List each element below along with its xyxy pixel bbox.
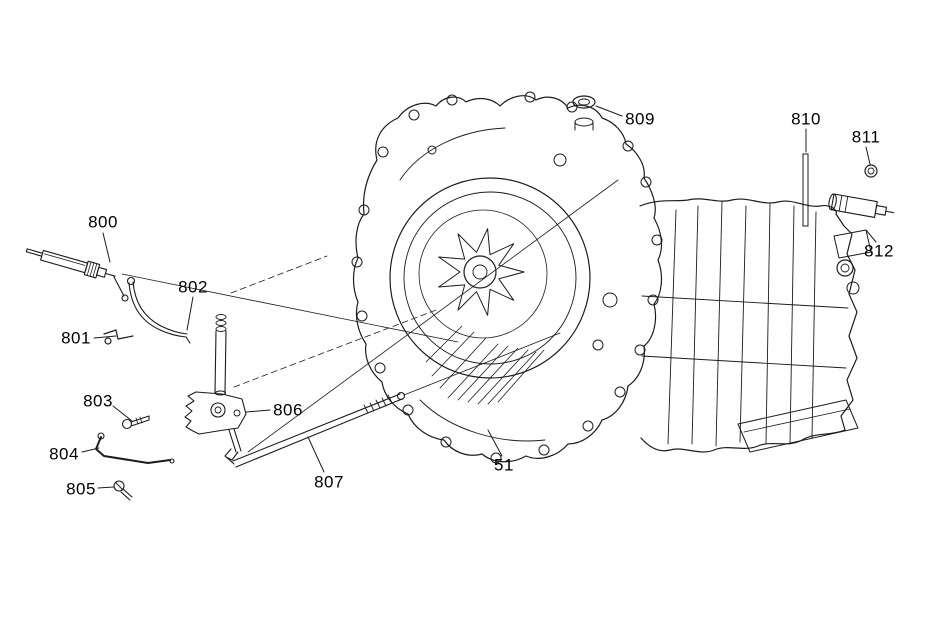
leader-803 [112, 405, 133, 422]
leader-806 [245, 409, 271, 413]
callout-803: 803 [83, 391, 113, 411]
callout-51: 51 [494, 455, 514, 475]
callout-807: 807 [314, 472, 344, 492]
part-807-actuator-rod [224, 332, 561, 468]
leader-51 [487, 429, 503, 457]
construction-lines [121, 179, 619, 453]
part-810-pin [802, 153, 809, 227]
leader-805 [97, 486, 115, 489]
case-ribs [641, 201, 849, 447]
part-801-clip [103, 329, 134, 345]
callout-800: 800 [88, 212, 118, 232]
callout-805: 805 [66, 479, 96, 499]
leader-807 [307, 436, 325, 473]
part-804-lever [95, 432, 175, 464]
callout-804: 804 [49, 444, 79, 464]
part-809-plug [572, 95, 596, 109]
part-802-lever [126, 276, 191, 344]
transaxle-case-drawing [351, 91, 872, 464]
leader-800 [102, 232, 111, 263]
callout-801: 801 [61, 328, 91, 348]
leader-811 [865, 146, 871, 165]
part-803-bolt [121, 415, 150, 430]
leader-802 [186, 296, 194, 331]
leader-801 [93, 335, 117, 339]
leader-804 [81, 447, 100, 453]
leader-lines [81, 105, 877, 489]
hatching [425, 325, 545, 405]
callout-810: 810 [791, 109, 821, 129]
part-812-servo-piston [828, 193, 895, 218]
leader-812 [865, 229, 877, 243]
part-806-park-sector [184, 314, 247, 461]
bolt-holes [351, 91, 663, 464]
callout-802: 802 [178, 277, 208, 297]
part-811-o-ring [864, 164, 878, 178]
callout-811: 811 [851, 127, 881, 147]
callout-809: 809 [625, 109, 655, 129]
leader-809 [595, 105, 623, 117]
callout-806: 806 [273, 400, 303, 420]
callout-812: 812 [864, 241, 894, 261]
part-805-bolt [113, 480, 133, 501]
part-800-rod [25, 248, 129, 302]
